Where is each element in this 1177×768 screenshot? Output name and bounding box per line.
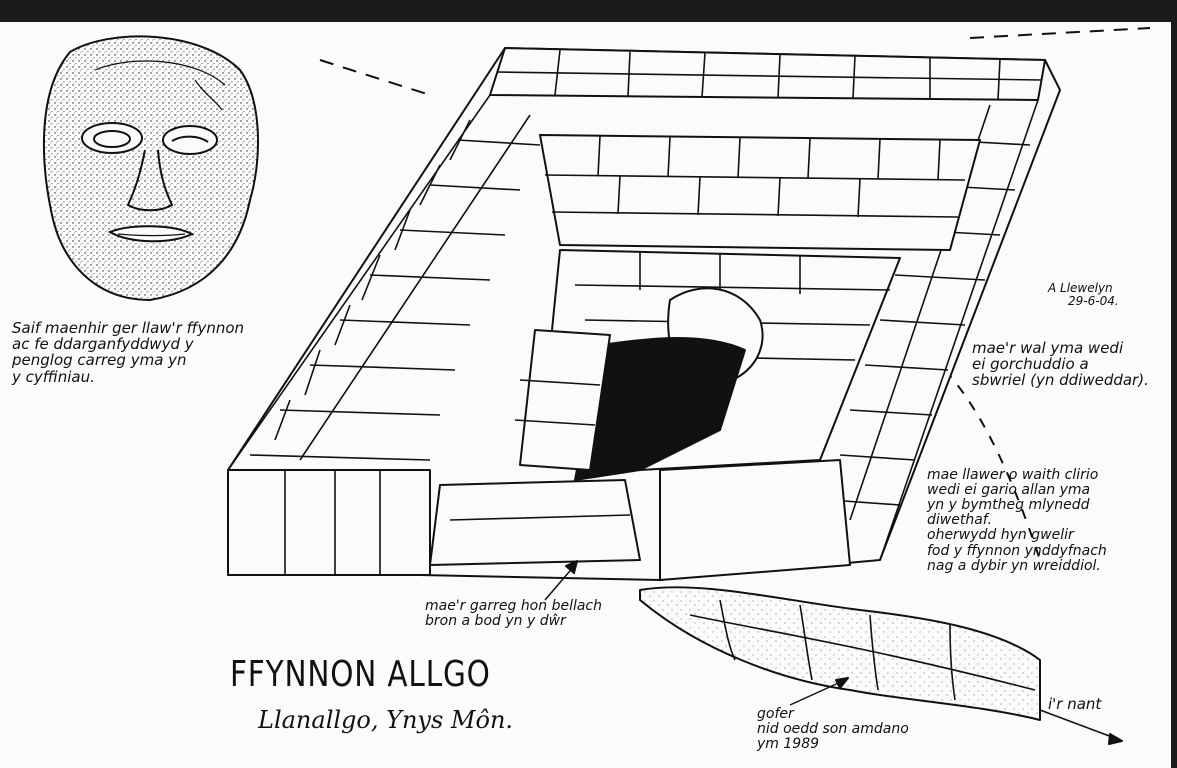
wall-note-line: ei gorchuddio a xyxy=(972,355,1089,374)
stream-note: i'r nant xyxy=(1048,695,1102,713)
clearing-note-line: nag a dybir yn wreiddiol. xyxy=(927,557,1101,574)
clearing-note-line: wedi ei gario allan yma xyxy=(927,482,1091,499)
wall-note-line: mae'r wal yma wedi xyxy=(972,339,1124,357)
page-subtitle: Llanallgo, Ynys Môn. xyxy=(258,706,514,734)
wall-note-line: sbwriel (yn ddiweddar). xyxy=(972,371,1149,390)
well-chamber-drawing xyxy=(227,27,1151,745)
drain-note-line: gofer xyxy=(757,706,794,722)
head-note-line: Saif maenhir ger llaw'r ffynnon xyxy=(12,319,245,337)
clearing-note-line: fod y ffynnon ynddyfnach xyxy=(927,542,1107,559)
drain-note-line: ym 1989 xyxy=(757,736,820,753)
head-note-line: penglog carreg yma yn xyxy=(12,351,187,370)
scan-edge-top xyxy=(0,0,1177,22)
carved-stone-head-icon xyxy=(42,35,260,302)
scan-edge-right xyxy=(1171,0,1177,768)
page-title: FFYNNON ALLGO xyxy=(230,654,491,695)
signature-date: 29-6-04. xyxy=(1068,293,1119,308)
signature-name: A Llewelyn xyxy=(1048,281,1113,295)
head-note: Saif maenhir ger llaw'r ffynnon ac fe dd… xyxy=(12,320,244,385)
signature: A Llewelyn 29-6-04. xyxy=(1048,282,1119,308)
head-note-line: y cyffiniau. xyxy=(12,367,95,386)
drain-note-line: nid oedd son amdano xyxy=(757,721,909,738)
clearing-note: mae llawer o waith clirio wedi ei gario … xyxy=(927,467,1107,574)
stone-note-line: bron a bod yn y dŵr xyxy=(425,613,566,630)
stone-note: mae'r garreg hon bellach bron a bod yn y… xyxy=(425,598,603,630)
clearing-note-line: yn y bymtheg mlynedd xyxy=(927,497,1090,514)
wall-note: mae'r wal yma wedi ei gorchuddio a sbwri… xyxy=(972,340,1149,389)
stone-note-line: mae'r garreg hon bellach xyxy=(425,598,603,614)
drain-note: gofer nid oedd son amdano ym 1989 xyxy=(757,706,909,753)
head-note-line: ac fe ddarganfyddwyd y xyxy=(12,335,194,354)
clearing-note-line: oherwydd hyn gwelir xyxy=(927,527,1074,544)
clearing-note-line: diwethaf. xyxy=(927,512,992,529)
clearing-note-line: mae llawer o waith clirio xyxy=(927,467,1099,483)
